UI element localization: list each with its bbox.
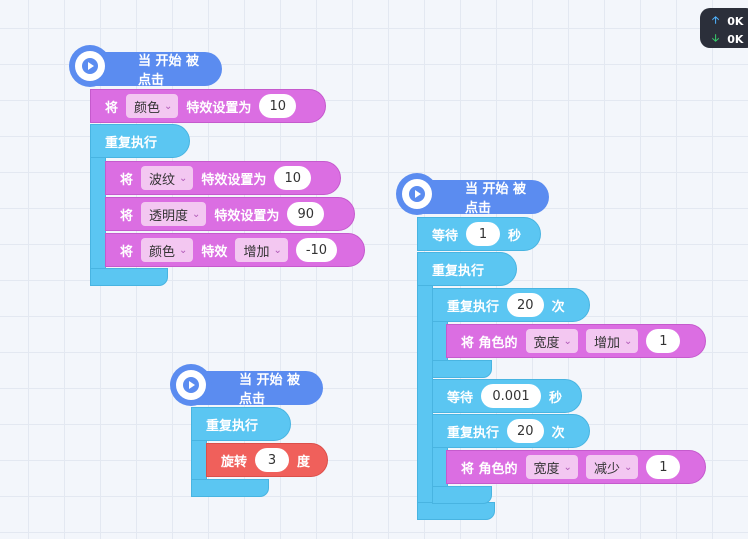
repeat-count-input[interactable]: 20 (507, 419, 544, 443)
repeat-block-2-foot[interactable] (432, 486, 492, 504)
property-dropdown[interactable]: 宽度⌄ (525, 455, 578, 479)
chevron-down-icon: ⌄ (179, 172, 188, 184)
start-flag-icon[interactable] (170, 364, 212, 406)
forever-block-1-foot[interactable] (90, 268, 168, 286)
chevron-down-icon: ⌄ (563, 461, 572, 473)
set-effect-block-transparency[interactable]: 将 透明度⌄ 特效设置为 90 (105, 197, 355, 231)
seconds-input[interactable]: 1 (466, 222, 501, 246)
seconds-input[interactable]: 0.001 (481, 384, 542, 408)
block-label: 将 角色的 (461, 335, 518, 351)
dropdown-value: 波纹 (149, 172, 176, 188)
chevron-down-icon: ⌄ (273, 244, 282, 256)
value-input[interactable]: -10 (295, 238, 338, 262)
block-label: 次 (551, 299, 565, 315)
repeat-block-2-head[interactable]: 重复执行 20 次 (432, 414, 590, 448)
block-label: 特效设置为 (214, 208, 280, 224)
forever-block-3-foot[interactable] (417, 502, 495, 520)
set-effect-block[interactable]: 将 颜色⌄ 特效设置为 10 (90, 89, 326, 123)
property-dropdown[interactable]: 宽度⌄ (525, 329, 578, 353)
forever-block-1-head[interactable]: 重复执行 (90, 124, 190, 158)
when-start-clicked-hat-1[interactable]: 当 开始 被点击 (92, 52, 222, 88)
value-input[interactable]: 10 (274, 166, 311, 190)
value-input[interactable]: 10 (259, 94, 296, 118)
down-arrow-icon: 🡣 (712, 33, 720, 44)
start-flag-icon[interactable] (69, 45, 111, 87)
block-label: 秒 (508, 228, 522, 244)
block-label: 旋转 (221, 454, 248, 470)
block-label: 次 (551, 425, 565, 441)
block-label: 将 角色的 (461, 461, 518, 477)
repeat-block-1-head[interactable]: 重复执行 20 次 (432, 288, 590, 322)
effect-dropdown[interactable]: 颜色⌄ (126, 94, 179, 118)
dropdown-value: 颜色 (134, 100, 161, 116)
dropdown-value: 颜色 (149, 244, 176, 260)
operation-dropdown[interactable]: 增加⌄ (235, 238, 288, 262)
chevron-down-icon: ⌄ (623, 461, 633, 473)
block-label: 将 (120, 172, 134, 188)
block-label: 等待 (447, 390, 474, 406)
change-size-block-2[interactable]: 将 角色的 宽度⌄ 减少⌄ 1 (446, 450, 706, 484)
turn-block[interactable]: 旋转 3 度 (206, 443, 328, 477)
operation-dropdown[interactable]: 减少⌄ (585, 455, 639, 479)
hat-label: 当 开始 被点击 (239, 373, 301, 407)
up-arrow-icon: 🡡 (712, 15, 720, 26)
chevron-down-icon: ⌄ (179, 244, 188, 256)
dropdown-value: 增加 (593, 335, 620, 351)
when-start-clicked-hat-3[interactable]: 当 开始 被点击 (419, 180, 549, 216)
dropdown-value: 增加 (243, 244, 270, 260)
set-effect-block-ripple[interactable]: 将 波纹⌄ 特效设置为 10 (105, 161, 341, 195)
block-label: 将 (105, 100, 119, 116)
dropdown-value: 宽度 (533, 461, 560, 477)
forever-label: 重复执行 (206, 418, 259, 434)
repeat-block-1-foot[interactable] (432, 360, 492, 378)
start-flag-icon[interactable] (396, 173, 438, 215)
forever-block-3-head[interactable]: 重复执行 (417, 252, 517, 286)
change-size-block-1[interactable]: 将 角色的 宽度⌄ 增加⌄ 1 (446, 324, 706, 358)
block-label: 特效 (201, 244, 228, 260)
value-input[interactable]: 1 (646, 329, 681, 353)
hat-label: 当 开始 被点击 (465, 182, 527, 216)
forever-label: 重复执行 (432, 263, 485, 279)
upload-speed: 0K (727, 15, 744, 28)
when-start-clicked-hat-2[interactable]: 当 开始 被点击 (193, 371, 323, 407)
change-effect-block[interactable]: 将 颜色⌄ 特效 增加⌄ -10 (105, 233, 365, 267)
effect-dropdown[interactable]: 透明度⌄ (141, 202, 207, 226)
effect-dropdown[interactable]: 颜色⌄ (141, 238, 194, 262)
forever-block-2-head[interactable]: 重复执行 (191, 407, 291, 441)
value-input[interactable]: 90 (287, 202, 324, 226)
chevron-down-icon: ⌄ (192, 208, 201, 220)
value-input[interactable]: 1 (646, 455, 681, 479)
degree-input[interactable]: 3 (255, 448, 290, 472)
repeat-count-input[interactable]: 20 (507, 293, 544, 317)
hat-label: 当 开始 被点击 (138, 54, 200, 88)
block-label: 重复执行 (447, 425, 500, 441)
wait-block-1[interactable]: 等待 1 秒 (417, 217, 541, 251)
wait-block-2[interactable]: 等待 0.001 秒 (432, 379, 582, 413)
block-label: 将 (120, 208, 134, 224)
chevron-down-icon: ⌄ (563, 335, 572, 347)
chevron-down-icon: ⌄ (623, 335, 633, 347)
block-label: 特效设置为 (186, 100, 252, 116)
block-label: 等待 (432, 228, 459, 244)
block-label: 重复执行 (447, 299, 500, 315)
download-speed: 0K (727, 33, 744, 46)
effect-dropdown[interactable]: 波纹⌄ (141, 166, 194, 190)
dropdown-value: 透明度 (149, 208, 189, 224)
forever-label: 重复执行 (105, 135, 158, 151)
block-label: 度 (297, 454, 311, 470)
block-label: 秒 (549, 390, 563, 406)
dropdown-value: 宽度 (533, 335, 560, 351)
block-label: 将 (120, 244, 134, 260)
chevron-down-icon: ⌄ (164, 100, 173, 112)
block-label: 特效设置为 (201, 172, 267, 188)
forever-block-3[interactable] (417, 252, 433, 504)
operation-dropdown[interactable]: 增加⌄ (585, 329, 639, 353)
forever-block-2-foot[interactable] (191, 479, 269, 497)
dropdown-value: 减少 (593, 461, 620, 477)
network-speed-widget: 🡡 0K 🡣 0K (700, 8, 748, 48)
